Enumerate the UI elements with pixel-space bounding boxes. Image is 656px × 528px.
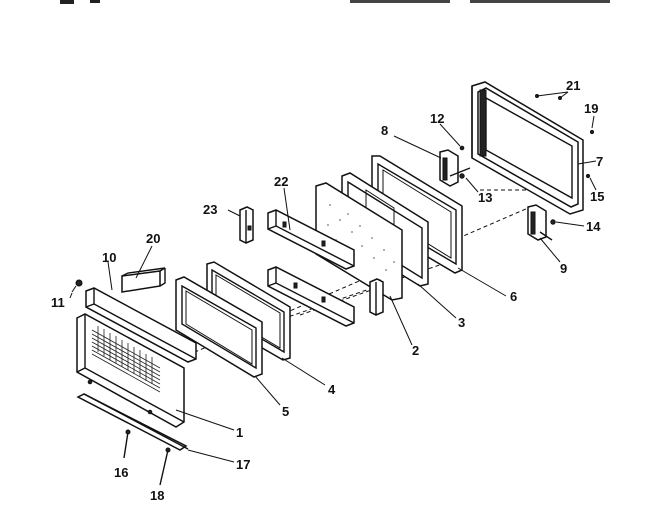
part-number-labels: 1 2 3 4 5 6 7 8 9 10 11 12 13 14 15 16 1…: [51, 78, 604, 503]
label-7: 7: [596, 154, 603, 169]
label-13: 13: [478, 190, 492, 205]
label-14: 14: [586, 219, 601, 234]
label-22: 22: [274, 174, 288, 189]
part-7-outer-door-frame: [471, 81, 584, 215]
label-9: 9: [560, 261, 567, 276]
label-1: 1: [236, 425, 243, 440]
part-13-screw: [459, 173, 465, 179]
label-21: 21: [566, 78, 580, 93]
label-6: 6: [510, 289, 517, 304]
part-10-top-trim: [85, 287, 197, 363]
part-11-screw: [71, 279, 83, 293]
part-5-frame: [175, 276, 263, 378]
part-1-outer-door-panel: [76, 313, 185, 428]
part-15-screw: [585, 173, 591, 179]
part-17-bottom-rail: [76, 393, 189, 451]
label-23: 23: [203, 202, 217, 217]
label-20: 20: [146, 231, 160, 246]
part-16-screw: [123, 429, 131, 459]
label-19: 19: [584, 101, 598, 116]
label-3: 3: [458, 315, 465, 330]
label-12: 12: [430, 111, 444, 126]
spacer-post: [369, 278, 384, 316]
label-8: 8: [381, 123, 388, 138]
label-5: 5: [282, 404, 289, 419]
label-15: 15: [590, 189, 604, 204]
part-8-upper-hinge: [439, 149, 471, 187]
part-23-bracket: [239, 206, 254, 244]
label-4: 4: [328, 382, 336, 397]
label-18: 18: [150, 488, 164, 503]
top-edge-marks: [60, 0, 610, 4]
part-14-screw: [550, 219, 556, 225]
label-10: 10: [102, 250, 116, 265]
leader-lines: [69, 91, 597, 463]
label-11: 11: [51, 295, 65, 310]
label-16: 16: [114, 465, 128, 480]
label-2: 2: [412, 343, 419, 358]
part-18-screw: [159, 447, 171, 486]
part-20-handle-bracket: [121, 267, 166, 293]
lower-rail: [267, 266, 355, 327]
part-9-lower-hinge: [527, 204, 553, 241]
part-19-screw: [589, 129, 595, 135]
label-17: 17: [236, 457, 250, 472]
part-12-screw: [459, 145, 465, 151]
